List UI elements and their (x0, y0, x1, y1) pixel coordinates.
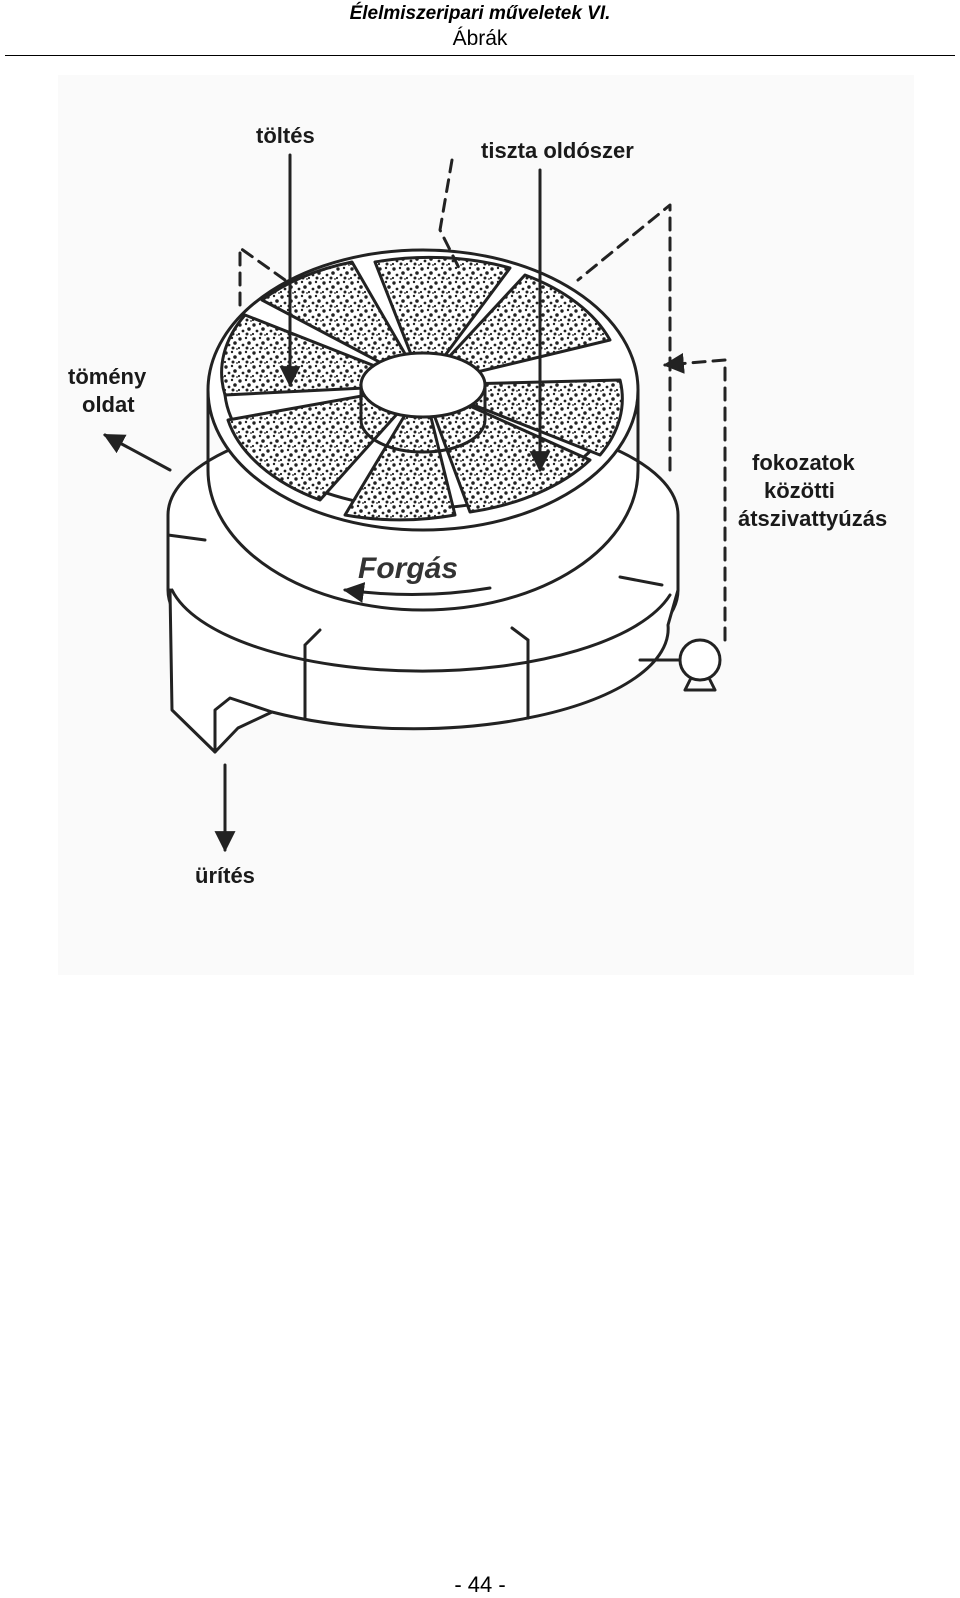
cell-3 (421, 273, 612, 387)
recirculation-line-4 (238, 246, 287, 307)
label-oldat: oldat (82, 392, 135, 417)
pump (678, 638, 722, 682)
label-urites: ürítés (195, 863, 255, 888)
cell-7 (226, 383, 425, 502)
page-header: Élelmiszeripari műveletek VI. Ábrák (0, 0, 960, 52)
label-forgas: Forgás (358, 552, 458, 585)
label-toltes: töltés (256, 123, 315, 148)
cell-6 (343, 383, 457, 522)
recirculation-line-1 (662, 352, 727, 642)
document-title: Élelmiszeripari műveletek VI. (349, 3, 611, 24)
recirculation-line-2 (576, 203, 672, 472)
rotation-arrow (342, 582, 492, 603)
base-segment-lines (166, 533, 672, 720)
outlet-spout (213, 696, 274, 754)
central-hub (359, 351, 487, 419)
page-number: - 44 - (454, 1572, 506, 1597)
header-rule (5, 55, 955, 56)
cell-5 (421, 383, 592, 514)
concentrate-arrow (103, 433, 172, 472)
label-tiszta-oldoszer: tiszta oldószer (481, 138, 634, 163)
section-title: Ábrák (452, 27, 508, 50)
cell-1 (260, 260, 425, 387)
drum-wall (206, 388, 640, 612)
recirculation-line-3 (438, 158, 462, 272)
label-atszivattyuzas: átszivattyúzás (738, 506, 887, 531)
cell-2 (373, 255, 512, 387)
label-fokozatok: fokozatok (752, 450, 855, 475)
label-tomeny: tömény (68, 364, 147, 389)
label-kozotti: közötti (764, 478, 835, 503)
